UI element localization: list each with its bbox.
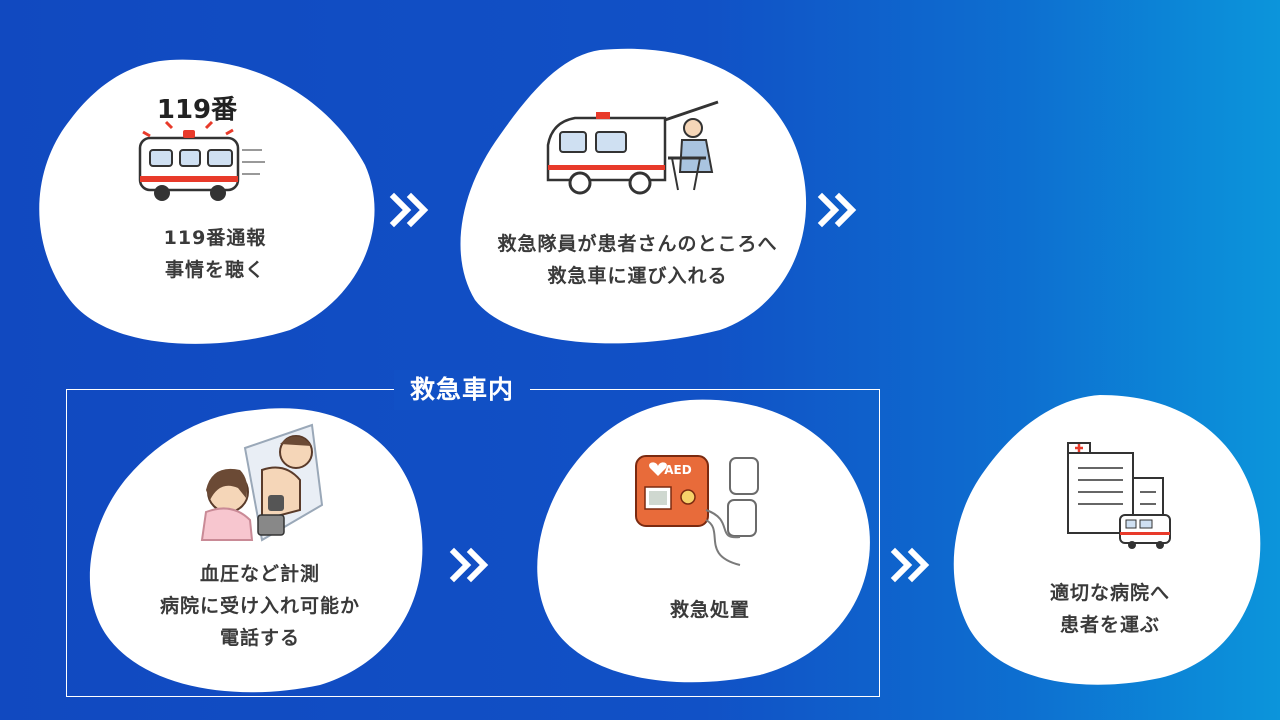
step-call-blob [39,59,375,344]
step-call-line-2: 事情を聴く [164,259,265,281]
step-treatment-blob [537,399,870,683]
hospital-ambulance-icon [1067,442,1171,549]
step-pickup-blob [460,48,807,344]
arrow-1-icon [389,192,429,228]
step-measure-line-1: 血圧など計測 [199,563,320,585]
step-measure-line-2: 病院に受け入れ可能か [159,595,360,617]
ambulance-stretcher-icon [546,100,719,195]
step-pickup-line-1: 救急隊員が患者さんのところへ [497,233,778,255]
blood-pressure-nurse-icon [200,423,324,542]
step-measure-line-3: 電話する [219,627,300,649]
step-measure-blob [89,408,423,693]
arrow-2-icon [817,192,857,228]
arrow-3-icon [449,547,489,583]
step-transport-label: 適切な病院へ 患者を運ぶ [1010,577,1210,641]
aed-label: AED [664,463,691,477]
call-badge: 119番 [157,95,238,125]
step-pickup-line-2: 救急車に運び入れる [547,265,728,287]
arrow-4-icon [890,547,930,583]
step-call-line-1: 119番通報 [163,227,267,249]
step-measure-label: 血圧など計測 病院に受け入れ可能か 電話する [125,558,395,654]
group-title: 救急車内 [394,370,530,410]
step-pickup-label: 救急隊員が患者さんのところへ 救急車に運び入れる [470,228,805,292]
aed-icon: AED [635,455,759,566]
step-treatment-label: 救急処置 [600,594,820,626]
step-treatment-line-1: 救急処置 [669,599,750,621]
step-call-label: 119番通報 事情を聴く [95,222,335,286]
ambulance-siren-icon: 119番 [138,95,265,201]
step-transport-line-2: 患者を運ぶ [1059,614,1160,636]
step-transport-blob [953,395,1261,685]
step-transport-line-1: 適切な病院へ [1049,582,1170,604]
